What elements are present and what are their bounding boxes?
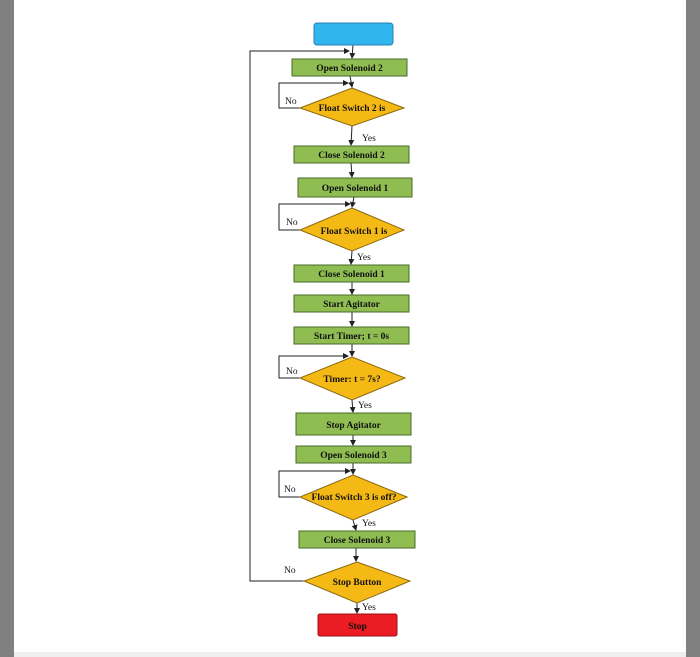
process-open-solenoid-2: Open Solenoid 2	[291, 58, 408, 77]
no-label: No	[284, 566, 296, 576]
process-start-timer: Start Timer; t = 0s	[293, 326, 410, 345]
process-label: Start Agitator	[323, 300, 381, 310]
process-label: Close Solenoid 1	[318, 270, 385, 280]
process-start-agitator: Start Agitator	[293, 294, 410, 313]
process-close-solenoid-3: Close Solenoid 3	[298, 530, 416, 549]
yes-label: Yes	[357, 253, 371, 263]
process-label: Close Solenoid 3	[324, 536, 391, 546]
process-close-solenoid-2: Close Solenoid 2	[293, 145, 410, 164]
process-open-solenoid-1: Open Solenoid 1	[297, 177, 413, 198]
yes-label: Yes	[362, 603, 376, 613]
decision-label: Float Switch 1 is	[321, 227, 388, 237]
loop-connectors	[249, 48, 351, 582]
decision-label: Float Switch 3 is off?	[312, 493, 397, 503]
decision-timer: Timer: t = 7s?	[298, 356, 407, 401]
process-label: Stop Agitator	[326, 421, 381, 431]
process-label: Open Solenoid 2	[316, 64, 383, 74]
page-bottom-edge	[14, 652, 686, 657]
stop-label: Stop	[348, 622, 366, 632]
stop-terminator: Stop	[317, 613, 398, 637]
decision-label: Stop Button	[333, 578, 383, 588]
branch-labels: No Yes No Yes No Yes No Yes No Yes	[284, 97, 376, 613]
process-open-solenoid-3: Open Solenoid 3	[295, 445, 412, 464]
decision-label: Float Switch 2 is	[319, 104, 386, 114]
yes-label: Yes	[358, 401, 372, 411]
process-label: Start Timer; t = 0s	[314, 332, 390, 342]
no-label: No	[286, 218, 298, 228]
no-label: No	[284, 485, 296, 495]
decision-stop-button: Stop Button	[302, 561, 412, 604]
start-terminator	[313, 22, 394, 46]
decision-float-switch-3: Float Switch 3 is off?	[298, 474, 409, 521]
flow-connectors	[348, 44, 360, 614]
no-label: No	[285, 97, 297, 107]
process-label: Open Solenoid 3	[320, 451, 387, 461]
process-close-solenoid-1: Close Solenoid 1	[293, 264, 410, 283]
process-label: Close Solenoid 2	[318, 151, 385, 161]
process-label: Open Solenoid 1	[322, 184, 389, 194]
yes-label: Yes	[362, 519, 376, 529]
decision-label: Timer: t = 7s?	[323, 375, 380, 385]
decision-float-switch-1: Float Switch 1 is	[298, 207, 406, 252]
no-label: No	[286, 367, 298, 377]
decision-float-switch-2: Float Switch 2 is	[298, 87, 406, 127]
yes-label: Yes	[362, 134, 376, 144]
process-stop-agitator: Stop Agitator	[295, 412, 412, 436]
